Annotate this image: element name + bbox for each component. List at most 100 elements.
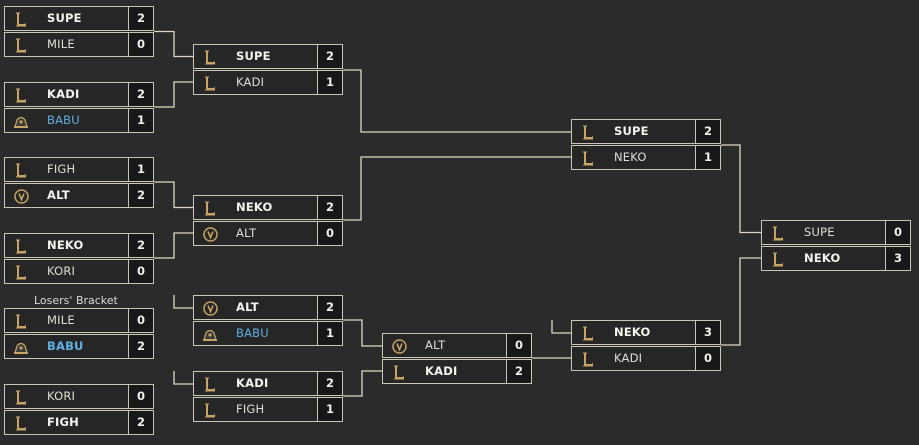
connector-line (343, 156, 571, 221)
team-name: BABU (236, 326, 269, 340)
connector-line (343, 319, 382, 347)
team-score: 1 (317, 322, 342, 345)
team-name: MILE (47, 313, 75, 327)
connector-line (551, 320, 571, 334)
l-logo-icon (13, 162, 29, 178)
connector-line (721, 144, 761, 234)
losers-bracket-label: Losers' Bracket (34, 294, 118, 307)
team-score: 0 (317, 222, 342, 245)
team-score: 2 (128, 83, 153, 106)
l-logo-icon (13, 313, 29, 329)
team-row[interactable]: KADI 0 (571, 346, 721, 371)
team-name: BABU (47, 113, 80, 127)
team-name: NEKO (47, 238, 84, 252)
team-name: FIGH (47, 162, 76, 176)
team-row[interactable]: BABU 1 (193, 321, 343, 346)
team-name: FIGH (47, 415, 79, 429)
team-score: 2 (128, 7, 153, 30)
team-name: KADI (236, 376, 269, 390)
team-score: 1 (128, 109, 153, 132)
team-score: 0 (128, 309, 153, 332)
l-logo-icon (13, 415, 29, 431)
team-row[interactable]: SUPE 2 (4, 6, 154, 31)
team-score: 2 (317, 45, 342, 68)
l-logo-icon (391, 364, 407, 380)
team-score: 0 (695, 347, 720, 370)
team-score: 0 (885, 221, 910, 244)
l-logo-icon (580, 325, 596, 341)
l-logo-icon (770, 251, 786, 267)
l-logo-icon (13, 11, 29, 27)
team-name: SUPE (47, 11, 82, 25)
team-name: FIGH (236, 402, 265, 416)
team-row[interactable]: ALT 0 (193, 221, 343, 246)
team-name: SUPE (614, 124, 649, 138)
l-logo-icon (13, 389, 29, 405)
team-name: KADI (236, 75, 265, 89)
l-logo-icon (13, 264, 29, 280)
team-name: KADI (425, 364, 458, 378)
connector-line (173, 371, 193, 385)
alt-logo-icon (202, 300, 218, 316)
team-row[interactable]: MILE 0 (4, 308, 154, 333)
team-name: ALT (236, 226, 257, 240)
team-score: 0 (128, 33, 153, 56)
team-score: 3 (885, 247, 910, 270)
connector-line (173, 295, 193, 309)
team-name: NEKO (236, 200, 273, 214)
babu-logo-icon (13, 113, 29, 129)
team-row[interactable]: NEKO 3 (761, 246, 911, 271)
l-logo-icon (13, 37, 29, 53)
team-score: 2 (128, 184, 153, 207)
team-row[interactable]: ALT 0 (382, 333, 532, 358)
team-name: NEKO (804, 251, 841, 265)
team-name: ALT (425, 338, 446, 352)
team-row[interactable]: BABU 1 (4, 108, 154, 133)
l-logo-icon (202, 49, 218, 65)
team-score: 0 (506, 334, 531, 357)
team-row[interactable]: SUPE 0 (761, 220, 911, 245)
team-score: 2 (128, 234, 153, 257)
connector-line (154, 232, 193, 259)
team-row[interactable]: NEKO 2 (4, 233, 154, 258)
connector-line (343, 370, 382, 397)
team-score: 2 (317, 296, 342, 319)
babu-logo-icon (13, 339, 29, 355)
team-name: KADI (614, 351, 643, 365)
team-score: 2 (128, 335, 153, 358)
team-name: SUPE (804, 225, 835, 239)
l-logo-icon (202, 376, 218, 392)
